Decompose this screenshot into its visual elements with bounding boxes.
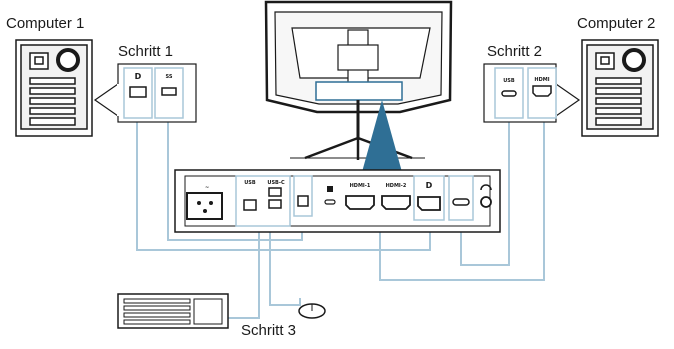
mouse bbox=[298, 303, 326, 319]
computer-1-ports-callout: D SS bbox=[93, 63, 197, 123]
ss-usb-icon: SS bbox=[166, 74, 173, 80]
usb-downstream-port-3 bbox=[268, 199, 282, 209]
lock-icon bbox=[327, 186, 333, 192]
usb-downstream-port-1 bbox=[243, 199, 257, 211]
displayport-icon: D bbox=[135, 72, 142, 81]
usb-label: USB bbox=[244, 180, 256, 186]
hdmi-2-port bbox=[381, 195, 411, 210]
hdmi-port bbox=[532, 85, 552, 97]
monitor-io-panel: ~ USB USB-C HDMI-1 HDMI-2 D bbox=[174, 169, 501, 233]
usb-c-label: USB bbox=[503, 78, 515, 84]
displayport-input bbox=[417, 196, 441, 211]
audio-out-jack bbox=[480, 196, 492, 208]
step-2-label: Schritt 2 bbox=[487, 43, 543, 60]
zoom-arrow bbox=[362, 100, 402, 172]
kensington-slot bbox=[324, 199, 336, 205]
hdmi-1-label: HDMI-1 bbox=[350, 183, 371, 189]
hdmi-cable-computer-2 bbox=[379, 122, 545, 281]
computer-2-tower bbox=[581, 39, 659, 137]
keyboard bbox=[117, 293, 229, 329]
usb-c-input-area bbox=[448, 175, 474, 221]
usb-c-top-label: USB-C bbox=[267, 180, 285, 186]
monitor-port-area-highlight bbox=[315, 81, 403, 101]
hdmi-label: HDMI bbox=[534, 77, 549, 83]
ac-power-symbol: ~ bbox=[205, 185, 209, 191]
hdmi-2-label: HDMI-2 bbox=[386, 183, 407, 189]
computer-2-label: Computer 2 bbox=[577, 15, 656, 32]
usb-a-port bbox=[161, 87, 177, 96]
computer-2-ports-callout: USB HDMI bbox=[483, 63, 581, 123]
usb-downstream-port-2 bbox=[268, 187, 282, 197]
usb-c-input-port bbox=[452, 198, 470, 206]
step-3-label: Schritt 3 bbox=[241, 322, 297, 339]
ac-power-inlet bbox=[186, 192, 223, 220]
monitor-rear bbox=[264, 0, 453, 160]
displayport-panel-icon: D bbox=[426, 181, 433, 190]
usb-c-cable-computer-2 bbox=[460, 122, 510, 266]
hdmi-1-port bbox=[345, 195, 375, 210]
computer-1-tower bbox=[15, 39, 93, 137]
mouse-cable bbox=[269, 215, 301, 306]
usb-c-port bbox=[501, 90, 517, 97]
usb-upstream-port bbox=[297, 195, 309, 207]
headphone-icon bbox=[480, 184, 492, 191]
computer-1-label: Computer 1 bbox=[6, 15, 85, 32]
step-1-label: Schritt 1 bbox=[118, 43, 174, 60]
displayport-port bbox=[129, 86, 147, 98]
